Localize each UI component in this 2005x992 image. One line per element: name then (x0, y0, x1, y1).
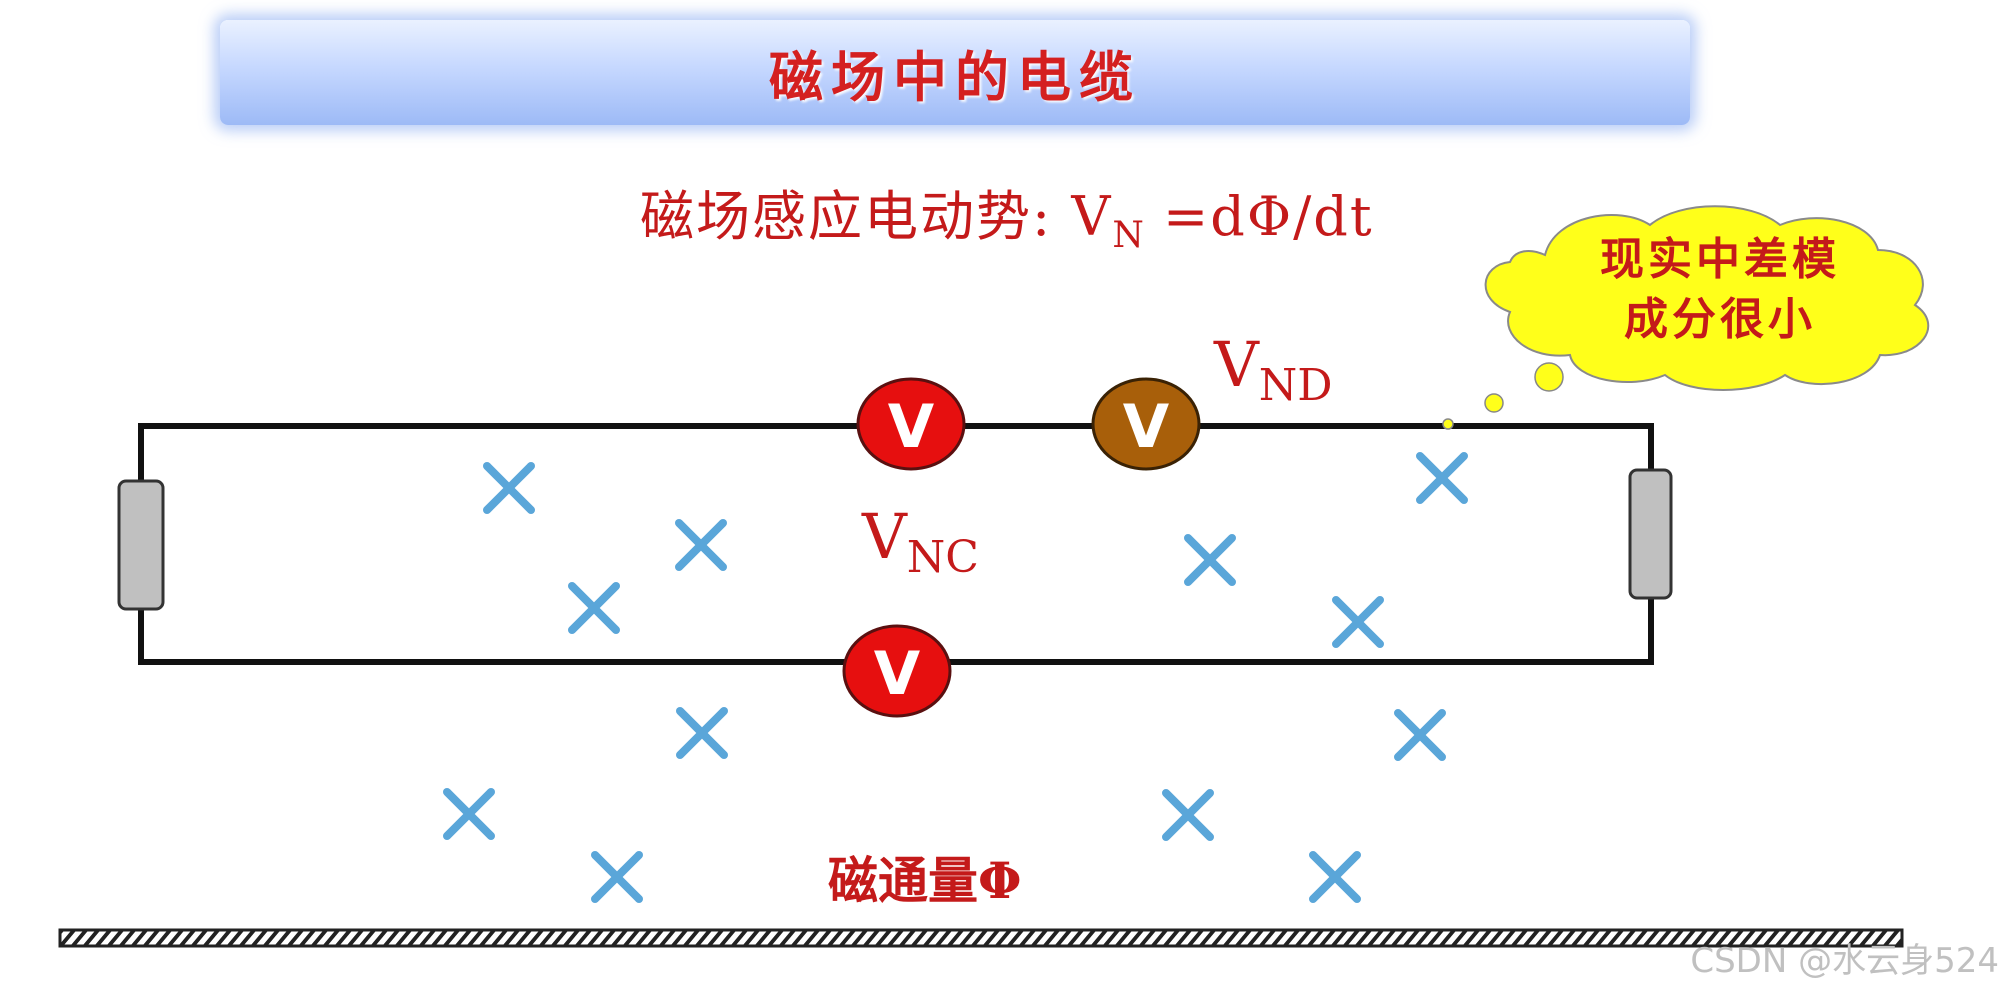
field-crosses (443, 452, 1468, 903)
title-banner: 磁场中的电缆 (220, 20, 1690, 125)
formula: 磁场感应电动势: VN =dΦ/dt (640, 172, 1374, 256)
meter-top-left-label: V (888, 392, 935, 462)
thought-dot-large (1534, 362, 1564, 392)
thought-cloud (1484, 205, 1930, 391)
vnc-label-sub: NC (907, 532, 979, 583)
field-cross (1184, 534, 1236, 586)
field-cross (443, 788, 495, 840)
field-cross (1162, 789, 1214, 841)
field-cross (483, 462, 535, 514)
right-terminal (1628, 468, 1673, 600)
formula-subscript: N (1112, 214, 1144, 256)
vnc-label: VNC (861, 500, 979, 583)
field-cross (1309, 851, 1361, 903)
field-cross (568, 582, 620, 634)
field-cross (591, 851, 643, 903)
vnd-label-main: V (1213, 328, 1260, 401)
vnc-label-main: V (861, 500, 908, 573)
meter-top-left: V (856, 377, 966, 471)
ground-plane (58, 928, 1904, 948)
vnd-label-sub: ND (1259, 360, 1333, 411)
cloud-text-line1: 现实中差模 (1600, 234, 1840, 285)
thought-dot-small (1442, 418, 1454, 430)
left-terminal (117, 479, 165, 611)
field-cross (1394, 709, 1446, 761)
cloud-text-line2: 成分很小 (1624, 294, 1816, 345)
thought-dot-medium (1484, 393, 1504, 413)
meter-bottom: V (842, 624, 952, 718)
formula-suffix: =dΦ/dt (1143, 185, 1374, 248)
field-cross (676, 707, 728, 759)
flux-label: 磁通量Φ (828, 851, 1022, 910)
watermark: CSDN @水云身524 (1690, 941, 1999, 981)
field-cross (1332, 596, 1384, 648)
meter-top-right: V (1091, 377, 1201, 471)
formula-prefix: 磁场感应电动势: V (640, 185, 1113, 248)
title-text: 磁场中的电缆 (769, 45, 1141, 109)
meter-bottom-label: V (874, 639, 921, 709)
field-cross (1416, 452, 1468, 504)
field-cross (675, 519, 727, 571)
meter-top-right-label: V (1123, 392, 1170, 462)
vnd-label: VND (1213, 328, 1333, 411)
